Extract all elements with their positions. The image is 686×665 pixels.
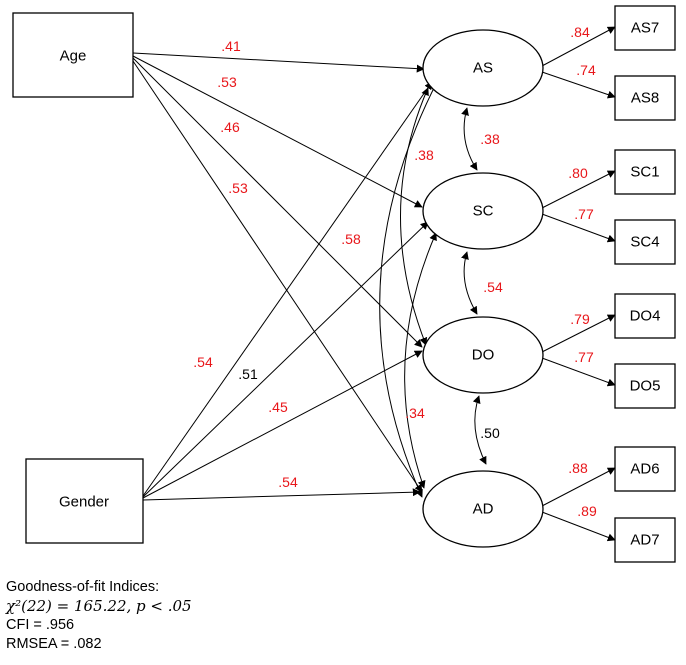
latent-sc: SC [422, 172, 544, 250]
coef-age-do: .46 [220, 119, 240, 135]
coef-load-ad7: .89 [577, 503, 597, 519]
indicator-sc4-label: SC4 [630, 234, 659, 251]
coef-age-ad: .53 [228, 180, 248, 196]
correlation-curves [379, 79, 487, 498]
path-ad-ad7 [541, 511, 616, 542]
path-do-do4 [541, 314, 616, 353]
coef-corr-as-sc: .38 [480, 131, 500, 147]
coef-gender-as: .54 [193, 354, 213, 370]
fit-chi-square: χ²(22) = 165.22, p < .05 [6, 597, 192, 615]
indicator-ad7-label: AD7 [630, 532, 659, 549]
box-age-label: Age [60, 48, 87, 65]
path-age-ad [132, 60, 423, 493]
coef-load-sc4: .77 [574, 206, 594, 222]
path-do-do5 [541, 357, 616, 387]
corr-curve-as-ad [379, 79, 439, 498]
coef-load-do5: .77 [574, 349, 594, 365]
fit-cfi: CFI = .956 [6, 617, 75, 633]
path-gender-as [142, 81, 433, 497]
coef-corr-do-ad: .50 [480, 425, 500, 441]
fit-rmsea: RMSEA = .082 [6, 636, 102, 652]
path-gender-ad [142, 488, 421, 501]
loading-paths [541, 26, 616, 542]
path-gender-do [142, 350, 423, 499]
coefficients: .41 .53 .46 .53 .54 .51 .45 .54 .38 .54 … [193, 24, 597, 519]
path-gender-sc [142, 221, 429, 498]
latent-do: DO [422, 316, 544, 394]
box-age: Age [12, 12, 134, 98]
path-sc-sc1 [541, 170, 616, 209]
path-as-as7 [541, 26, 616, 67]
latent-ad-label: AD [473, 501, 494, 518]
coef-load-as7: .84 [570, 24, 590, 40]
fit-heading: Goodness-of-fit Indices: [6, 579, 160, 595]
indicator-as8-label: AS8 [631, 90, 659, 107]
latent-sc-label: SC [473, 203, 494, 220]
path-age-as [132, 52, 425, 73]
latent-ad: AD [422, 470, 544, 548]
corr-curve-sc-ad [404, 232, 437, 489]
corr-curve-as-sc [461, 107, 478, 171]
coef-gender-ad: .54 [278, 474, 298, 490]
path-sc-sc4 [541, 213, 616, 243]
coef-gender-sc: .51 [238, 366, 258, 382]
indicator-sc1-label: SC1 [630, 164, 659, 181]
corr-curve-do-ad [472, 395, 487, 465]
coef-age-sc: .53 [217, 74, 237, 90]
coef-load-sc1: .80 [568, 165, 588, 181]
latent-as: AS [422, 29, 544, 107]
coef-load-do4: .79 [570, 311, 590, 327]
coef-corr-as-do: .38 [414, 147, 434, 163]
path-age-sc [132, 55, 423, 208]
box-gender-label: Gender [59, 494, 109, 511]
sem-diagram: Age Gender AS SC DO AD AS7 AS8 SC1 SC4 D… [12, 5, 676, 563]
indicator-do4-label: DO4 [630, 308, 661, 325]
coef-load-as8: .74 [576, 62, 596, 78]
indicator-do5-label: DO5 [630, 378, 661, 395]
latent-as-label: AS [473, 60, 493, 77]
path-age-do [132, 57, 423, 348]
box-gender: Gender [25, 458, 144, 544]
indicator-boxes: AS7 AS8 SC1 SC4 DO4 DO5 AD6 AD7 [614, 5, 676, 563]
structural-paths [132, 52, 433, 501]
coef-age-as: .41 [221, 38, 241, 54]
indicator-ad6-label: AD6 [630, 461, 659, 478]
path-as-as8 [541, 71, 616, 99]
coef-load-ad6: .88 [568, 460, 588, 476]
fit-indices: Goodness-of-fit Indices: χ²(22) = 165.22… [6, 578, 192, 654]
coef-corr-as-ad: .58 [341, 231, 361, 247]
coef-gender-do: .45 [268, 399, 288, 415]
coef-corr-sc-ad: .34 [405, 405, 425, 421]
path-ad-ad6 [541, 467, 616, 507]
latent-do-label: DO [472, 347, 495, 364]
corr-curve-sc-do [461, 251, 478, 315]
indicator-as7-label: AS7 [631, 20, 659, 37]
coef-corr-sc-do: .54 [483, 279, 503, 295]
